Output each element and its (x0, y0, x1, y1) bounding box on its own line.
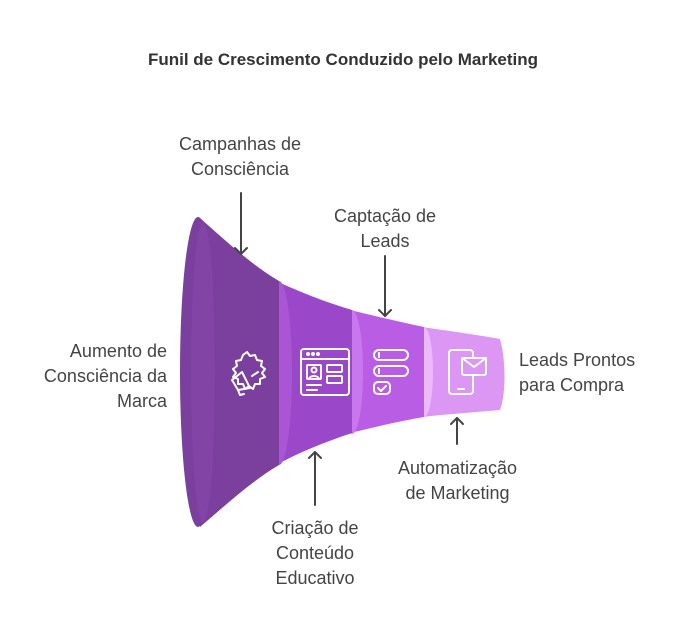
arrow-captacao (378, 255, 392, 317)
label-automatizacao: Automatização de Marketing (397, 458, 518, 503)
label-criacao: Criação de Conteúdo Educativo (271, 518, 359, 588)
funnel-segment-3 (350, 310, 424, 433)
label-aumento: Aumento de Consciência da Marca (43, 341, 167, 411)
arrow-criacao (308, 451, 322, 506)
label-captacao: Captação de Leads (333, 206, 437, 251)
funnel-segment-1 (200, 218, 279, 527)
label-campanhas: Campanhas de Consciência (178, 134, 302, 179)
form-icon (373, 349, 409, 395)
webpage-icon (300, 348, 350, 396)
arrow-campanhas (234, 192, 248, 255)
diagram-title: Funil de Crescimento Conduzido pelo Mark… (147, 50, 539, 69)
label-leads-prontos: Leads Prontos para Compra (519, 350, 636, 395)
megaphone-icon (231, 351, 266, 396)
mobile-email-icon (448, 349, 487, 395)
arrow-automatizacao (450, 417, 464, 445)
